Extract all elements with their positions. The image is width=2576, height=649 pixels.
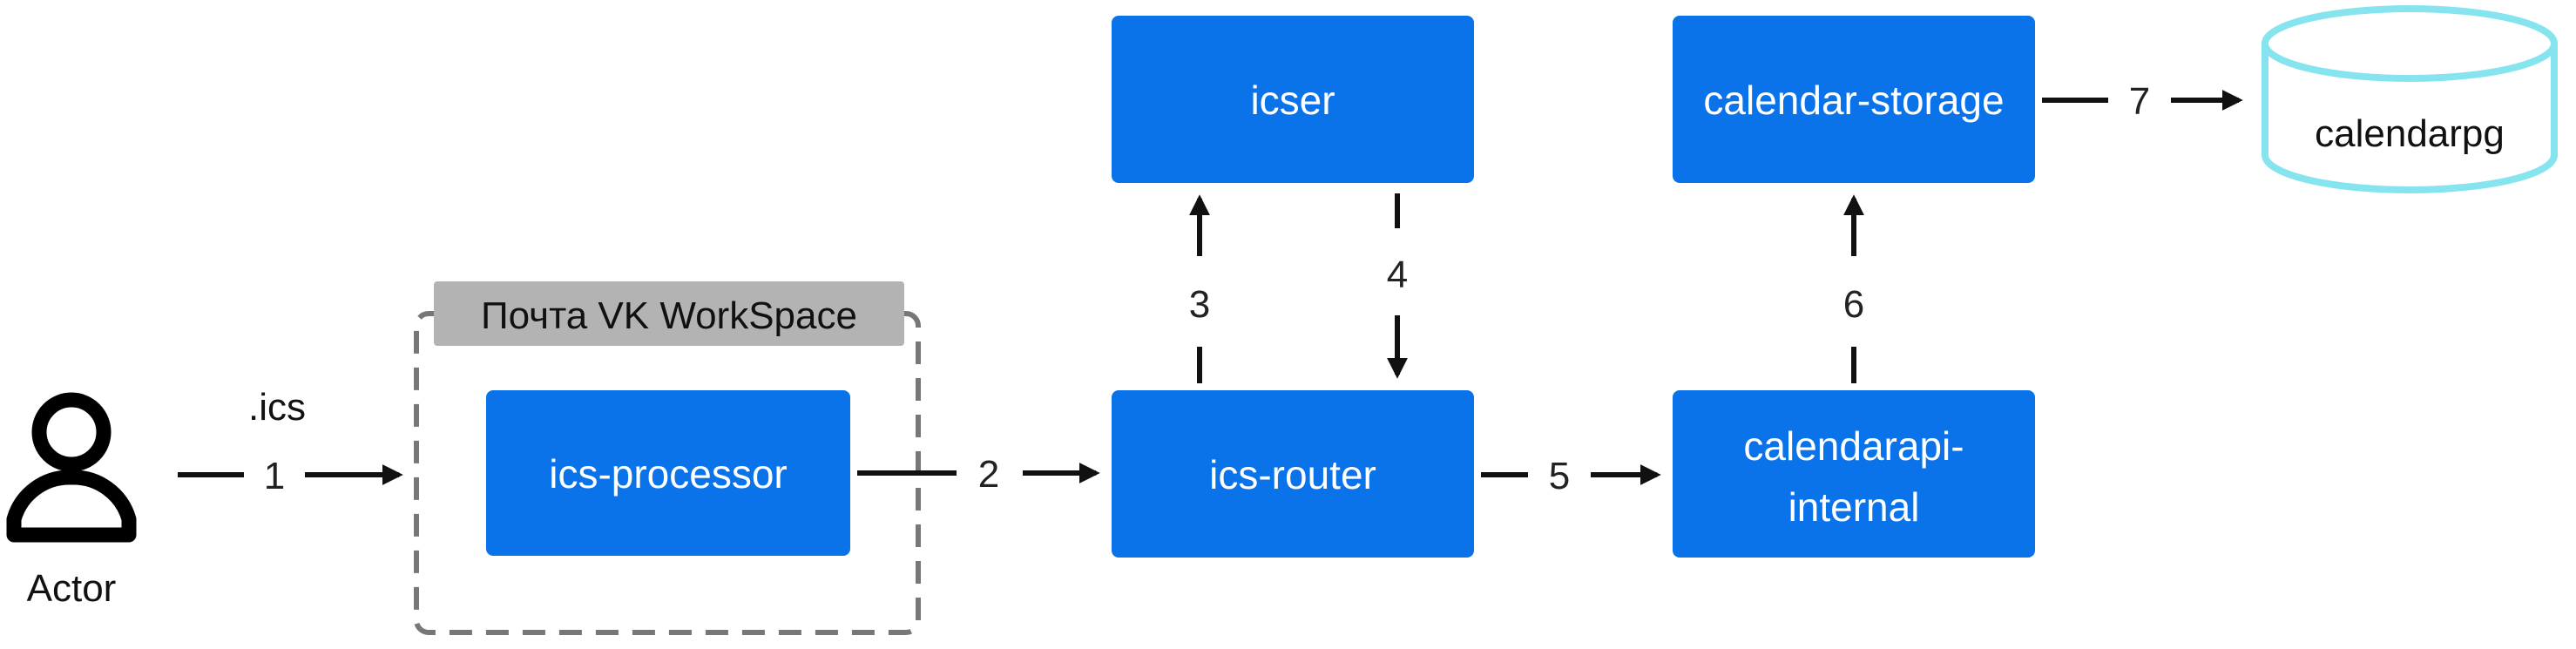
node-calendar-storage[interactable]: calendar-storage (1673, 16, 2035, 183)
edge-2: 2 (857, 453, 1100, 496)
node-calendar-storage-label: calendar-storage (1703, 78, 2004, 123)
node-calendarapi-internal-label-line1: calendarapi- (1743, 423, 1964, 469)
node-ics-router[interactable]: ics-router (1112, 390, 1474, 558)
edge-1-label: 1 (264, 455, 285, 497)
actor-label: Actor (27, 567, 117, 610)
node-ics-router-label: ics-router (1209, 452, 1376, 497)
edge-4: 4 (1387, 193, 1408, 379)
database-icon (2262, 5, 2558, 193)
workspace-group-label: Почта VK WorkSpace (481, 294, 857, 337)
edge-1-note: .ics (248, 386, 306, 429)
database-calendarpg[interactable]: calendarpg (2262, 5, 2558, 193)
node-calendarapi-internal-label-line2: internal (1788, 484, 1920, 530)
edge-6: 6 (1843, 194, 1864, 383)
edge-5: 5 (1481, 455, 1661, 497)
actor: Actor (6, 392, 137, 610)
edge-7: 7 (2042, 80, 2243, 123)
edge-7-label: 7 (2129, 80, 2150, 123)
person-icon (6, 392, 137, 543)
edge-4-label: 4 (1387, 254, 1408, 296)
edge-3: 3 (1189, 194, 1210, 383)
node-icser-label: icser (1250, 78, 1335, 123)
database-calendarpg-label: calendarpg (2315, 112, 2505, 155)
workspace-group-label-bg (434, 281, 904, 346)
node-icser[interactable]: icser (1112, 16, 1474, 183)
edge-5-label: 5 (1549, 455, 1570, 497)
edge-6-label: 6 (1843, 283, 1864, 326)
edge-3-label: 3 (1189, 283, 1210, 326)
node-calendarapi-internal[interactable]: calendarapi- internal (1673, 390, 2035, 558)
edge-1: .ics 1 (178, 386, 403, 497)
node-ics-processor[interactable]: ics-processor (486, 390, 850, 556)
edge-2-label: 2 (978, 453, 999, 496)
node-ics-processor-label: ics-processor (549, 451, 788, 497)
